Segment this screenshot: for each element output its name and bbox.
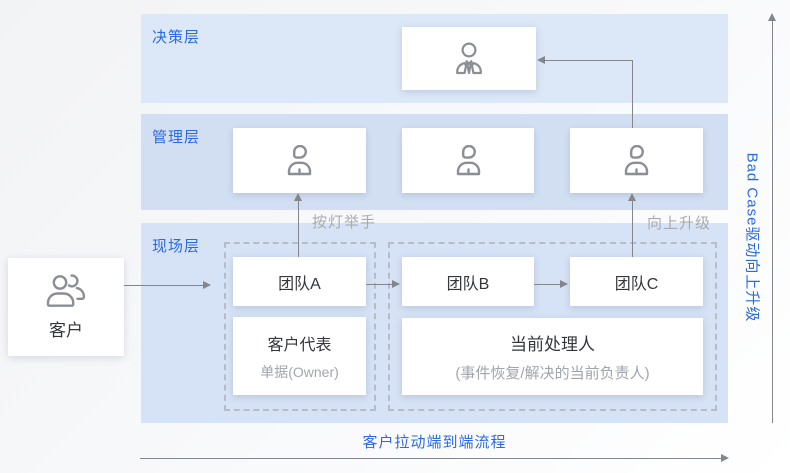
arrow-mgrc-to-decision-hline bbox=[544, 60, 633, 61]
arrow-mgrc-to-decision-vline bbox=[632, 60, 633, 128]
team-b-node: 团队B bbox=[402, 257, 534, 306]
andon-note: 按灯举手 bbox=[312, 214, 377, 231]
right-axis-label: Bad Case驱动向上升级 bbox=[743, 152, 761, 323]
customer-label: 客户 bbox=[49, 320, 83, 340]
bottom-axis-label: 客户拉动端到端流程 bbox=[362, 434, 507, 451]
current-handler-node: 当前处理人 (事件恢复/解决的当前负责人) bbox=[402, 318, 703, 395]
team-c-label: 团队C bbox=[614, 275, 659, 293]
team-c-node: 团队C bbox=[570, 257, 703, 306]
decision-layer-label: 决策层 bbox=[152, 29, 201, 46]
current-handler-title: 当前处理人 bbox=[510, 335, 595, 354]
customer-group-icon bbox=[43, 273, 89, 308]
axis-right-head bbox=[768, 13, 776, 21]
team-bc-group-frame bbox=[388, 242, 717, 411]
team-a-group-frame bbox=[224, 242, 376, 411]
management-layer-label: 管理层 bbox=[152, 129, 201, 146]
manager-c-node bbox=[570, 128, 703, 193]
escalate-note: 向上升级 bbox=[647, 215, 712, 232]
axis-bottom-line bbox=[140, 458, 722, 459]
customer-node: 客户 bbox=[8, 258, 124, 356]
arrow-escalate-line bbox=[632, 197, 633, 257]
arrow-team-b-to-c-head bbox=[560, 280, 568, 288]
arrow-customer-to-teams-line bbox=[124, 285, 204, 286]
arrow-team-a-to-b-head bbox=[392, 280, 400, 288]
customer-rep-node: 客户代表 单据(Owner) bbox=[233, 317, 366, 395]
axis-bottom-head bbox=[721, 454, 729, 462]
arrow-customer-to-teams-head bbox=[203, 281, 211, 289]
person-icon bbox=[623, 145, 650, 176]
arrow-andon-head bbox=[294, 193, 302, 201]
manager-b-node bbox=[402, 128, 534, 193]
arrow-mgrc-to-decision-head bbox=[537, 56, 545, 64]
team-a-label: 团队A bbox=[278, 275, 321, 293]
customer-rep-title: 客户代表 bbox=[267, 336, 332, 354]
person-icon bbox=[455, 145, 482, 176]
team-a-node: 团队A bbox=[233, 257, 366, 306]
axis-right-line bbox=[772, 17, 773, 423]
arrow-team-b-to-c-line bbox=[534, 284, 561, 285]
decision-person-node bbox=[402, 27, 536, 90]
team-b-label: 团队B bbox=[446, 275, 490, 293]
person-icon bbox=[286, 145, 313, 176]
customer-rep-subtitle: 单据(Owner) bbox=[260, 363, 339, 380]
arrow-team-a-to-b-line bbox=[366, 284, 393, 285]
manager-a-node bbox=[233, 128, 366, 193]
arrow-escalate-head bbox=[628, 193, 636, 201]
current-handler-subtitle: (事件恢复/解决的当前负责人) bbox=[455, 365, 650, 382]
field-layer-label: 现场层 bbox=[152, 238, 201, 255]
person-tie-icon bbox=[453, 42, 485, 75]
arrow-andon-line bbox=[298, 197, 299, 257]
